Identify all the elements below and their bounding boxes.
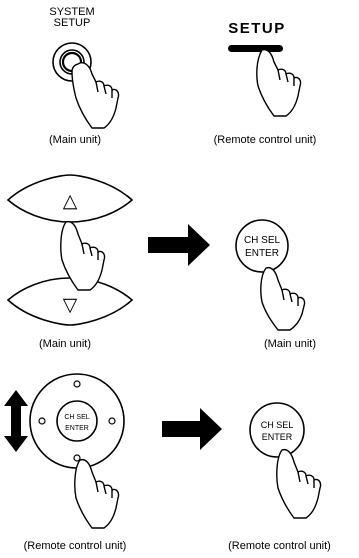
hand-icon [256, 48, 302, 117]
caption-row3-right: (Remote control unit) [228, 540, 331, 552]
hand-icon [74, 458, 120, 529]
system-setup-label-line2: SETUP [53, 17, 91, 29]
dial-center-label-line2: ENTER [65, 425, 89, 432]
right-arrow-icon [148, 224, 210, 266]
caption-row1-left: (Main unit) [49, 134, 101, 146]
caption-row2-right: (Main unit) [264, 338, 316, 350]
caption-row2-left: (Main unit) [39, 338, 91, 350]
ch-sel-remote-label-line2: ENTER [262, 432, 293, 442]
dial-center-label-line1: CH SEL [64, 414, 89, 421]
ch-sel-remote-label-line1: CH SEL [261, 420, 294, 430]
ch-sel-label-line1: CH SEL [244, 235, 281, 246]
hand-icon [276, 448, 322, 519]
setup-button[interactable] [228, 45, 283, 52]
down-arc-button[interactable] [6, 277, 134, 326]
caption-row3-left: (Remote control unit) [23, 540, 127, 552]
up-arrow-icon: △ [63, 191, 78, 212]
caption-row1-right: (Remote control unit) [213, 134, 317, 146]
hand-icon [260, 266, 306, 331]
down-arrow-icon: ▽ [63, 295, 78, 316]
hand-icon [60, 220, 106, 291]
ch-sel-label-line2: ENTER [245, 248, 279, 259]
ch-sel-enter-remote-button[interactable] [249, 402, 305, 458]
system-setup-label-line1: SYSTEM [49, 6, 95, 18]
up-arc-button[interactable] [6, 174, 134, 223]
right-arrow-icon [162, 408, 222, 450]
up-down-arrow-icon [4, 390, 28, 452]
ch-sel-enter-button[interactable] [235, 219, 289, 273]
hand-icon [71, 62, 120, 129]
setup-label: SETUP [228, 20, 286, 37]
remote-dial[interactable] [29, 373, 125, 469]
